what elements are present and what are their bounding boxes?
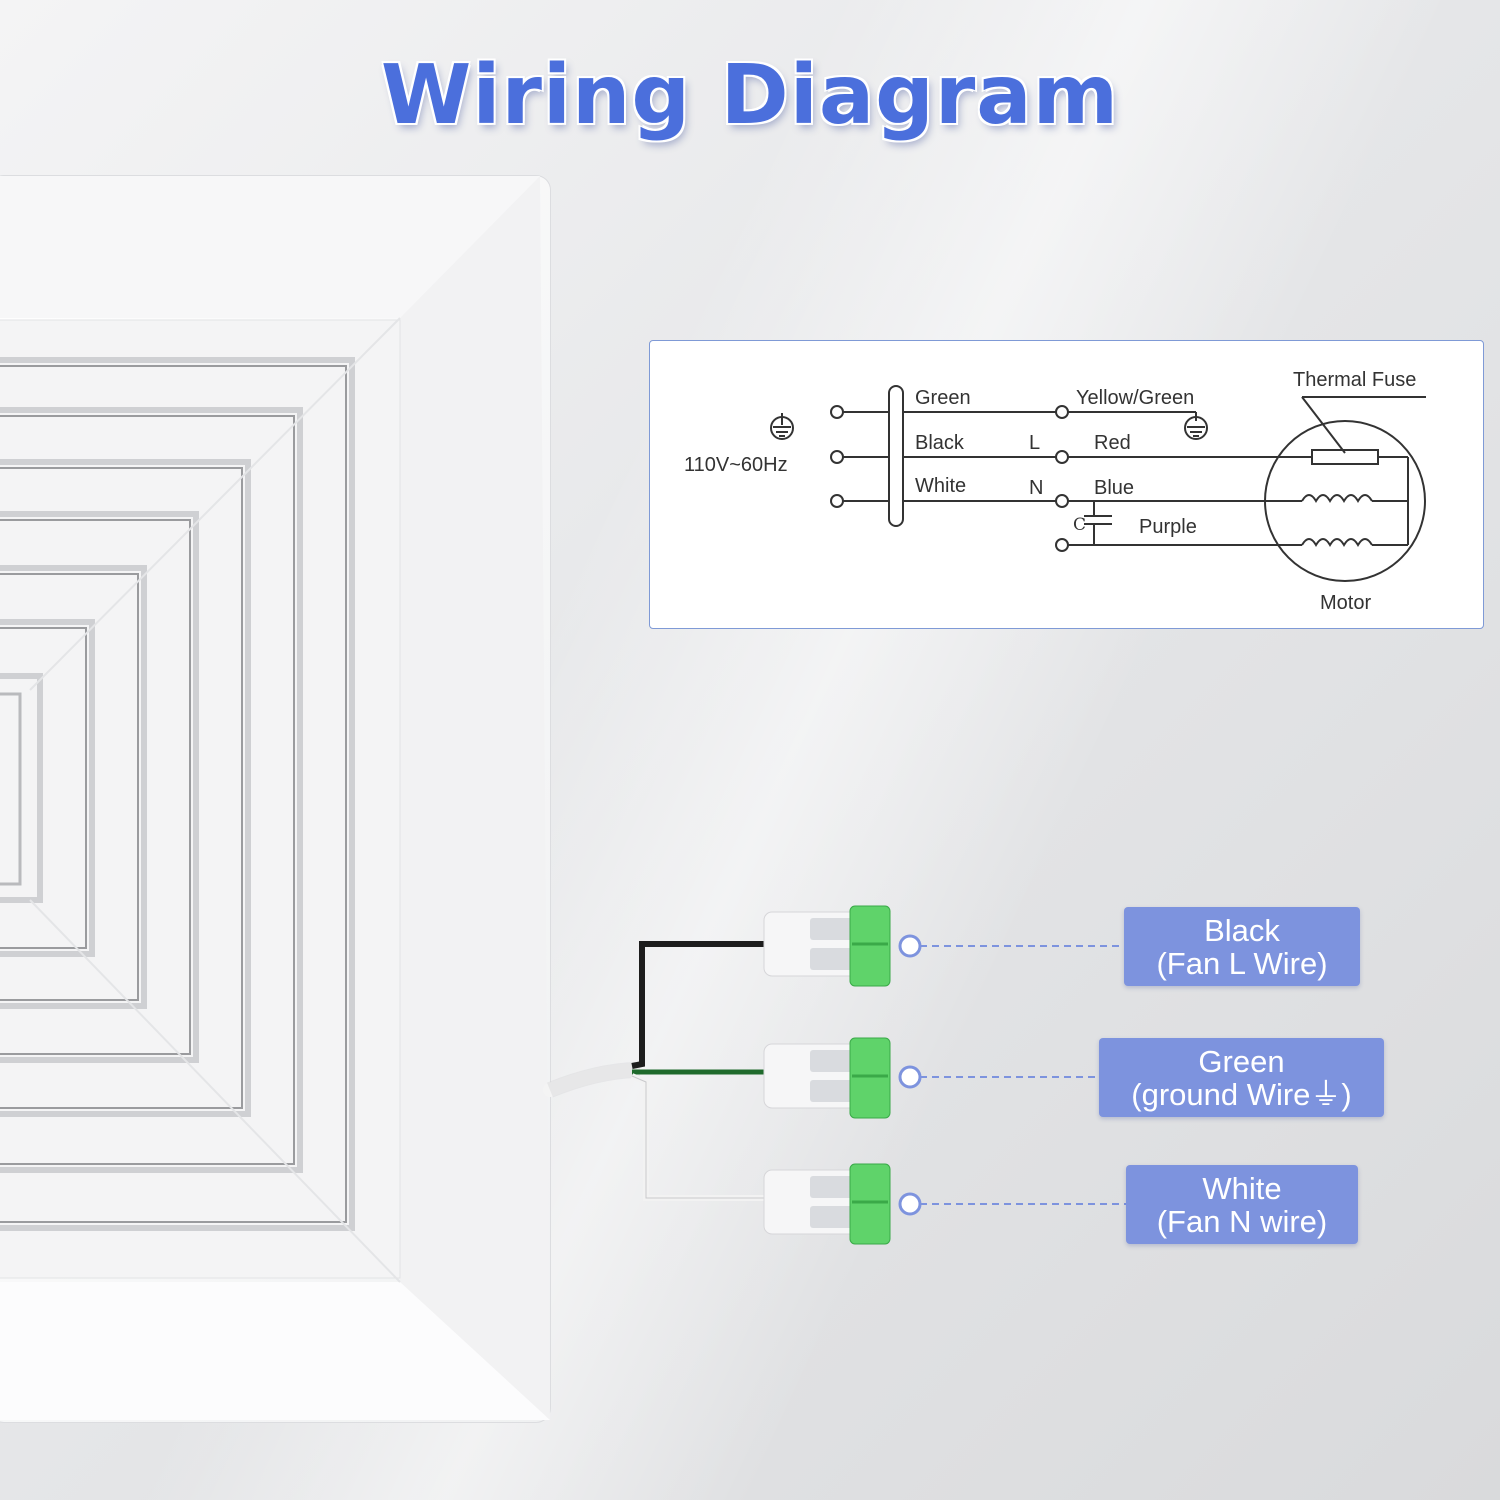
capacitor-label: C	[1073, 515, 1086, 535]
white-wire	[630, 1073, 780, 1201]
leader-marker-white	[898, 1192, 922, 1216]
callout-black-title: Black	[1204, 912, 1280, 948]
leader-marker-green	[898, 1065, 922, 1089]
lever-connector-green	[763, 1037, 891, 1119]
ground-symbol-left	[770, 413, 794, 440]
black-wire	[631, 941, 780, 1069]
callout-green-wire: Green (ground Wire⏚)	[1099, 1038, 1384, 1117]
ground-symbol-right	[1184, 416, 1208, 440]
callout-black-subtitle: (Fan L Wire)	[1156, 945, 1328, 981]
page-title: Wiring Diagram	[380, 48, 1120, 143]
motor-symbol	[1264, 420, 1426, 582]
supply-label: 110V~60Hz	[684, 454, 788, 476]
schematic-drawing: 110V~60Hz Green Black White L N Yellow/G…	[684, 369, 1426, 614]
terminal-l-label: L	[1029, 432, 1040, 454]
wire-label-green: Green	[915, 387, 971, 409]
wire-label-black: Black	[915, 432, 965, 454]
callout-white-title: White	[1202, 1170, 1282, 1206]
callout-black-wire: Black (Fan L Wire)	[1124, 907, 1360, 986]
wire-label-yellow-green: Yellow/Green	[1076, 387, 1194, 409]
callout-green-title: Green	[1198, 1043, 1285, 1079]
thermal-fuse-label: Thermal Fuse	[1293, 369, 1416, 391]
lever-connector-white	[763, 1163, 891, 1245]
wire-label-white: White	[915, 475, 966, 497]
terminal-n-label: N	[1029, 477, 1043, 499]
wire-label-purple: Purple	[1139, 516, 1197, 538]
wire-label-blue: Blue	[1094, 477, 1134, 499]
schematic-panel: 110V~60Hz Green Black White L N Yellow/G…	[649, 340, 1484, 629]
leader-marker-black	[898, 934, 922, 958]
callout-white-wire: White (Fan N wire)	[1126, 1165, 1358, 1244]
motor-label: Motor	[1320, 592, 1371, 614]
wire-label-red: Red	[1094, 432, 1131, 454]
lever-connector-black	[763, 905, 891, 987]
callout-green-subtitle: (ground Wire⏚)	[1131, 1076, 1352, 1112]
callout-white-subtitle: (Fan N wire)	[1156, 1203, 1328, 1239]
